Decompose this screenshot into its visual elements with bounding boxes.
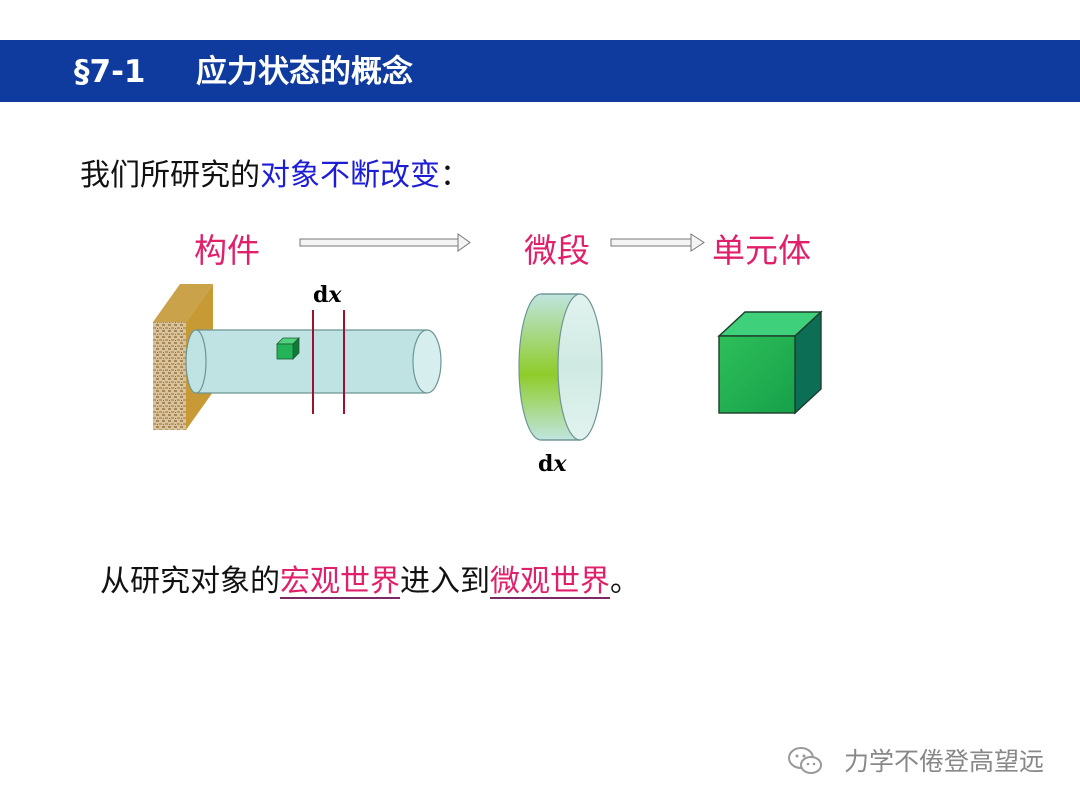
conclusion-part1: 从研究对象的 [100,564,280,599]
arrow-component-to-segment [299,233,471,252]
conclusion-end: 。 [610,564,640,599]
title-bar [0,40,1080,102]
label-element: 单元体 [712,231,811,270]
watermark-text: 力学不倦登高望远 [843,747,1044,776]
intro-suffix: ： [440,158,470,193]
unit-element-cube [717,310,823,415]
dx-label-disk: dx [538,451,567,477]
section-number: §7-1 [74,54,146,90]
conclusion-macro-world: 宏观世界 [280,564,400,599]
small-cube [276,337,300,360]
wechat-icon [788,747,822,774]
intro-prefix: 我们所研究的 [80,158,260,193]
intro-sentence: 我们所研究的对象不断改变： [80,150,470,194]
conclusion-part2: 进入到 [400,564,490,599]
segment-disk [518,293,603,441]
arrow-segment-to-element [610,233,705,252]
conclusion-micro-world: 微观世界 [490,564,610,599]
label-segment: 微段 [524,231,590,270]
rod-cylinder [185,329,442,394]
dx-label-rod: dx [313,282,342,308]
intro-highlight: 对象不断改变 [260,158,440,193]
conclusion-sentence: 从研究对象的宏观世界进入到微观世界。 [100,556,640,600]
label-component: 构件 [194,231,260,270]
page-title: 应力状态的概念 [196,54,413,90]
